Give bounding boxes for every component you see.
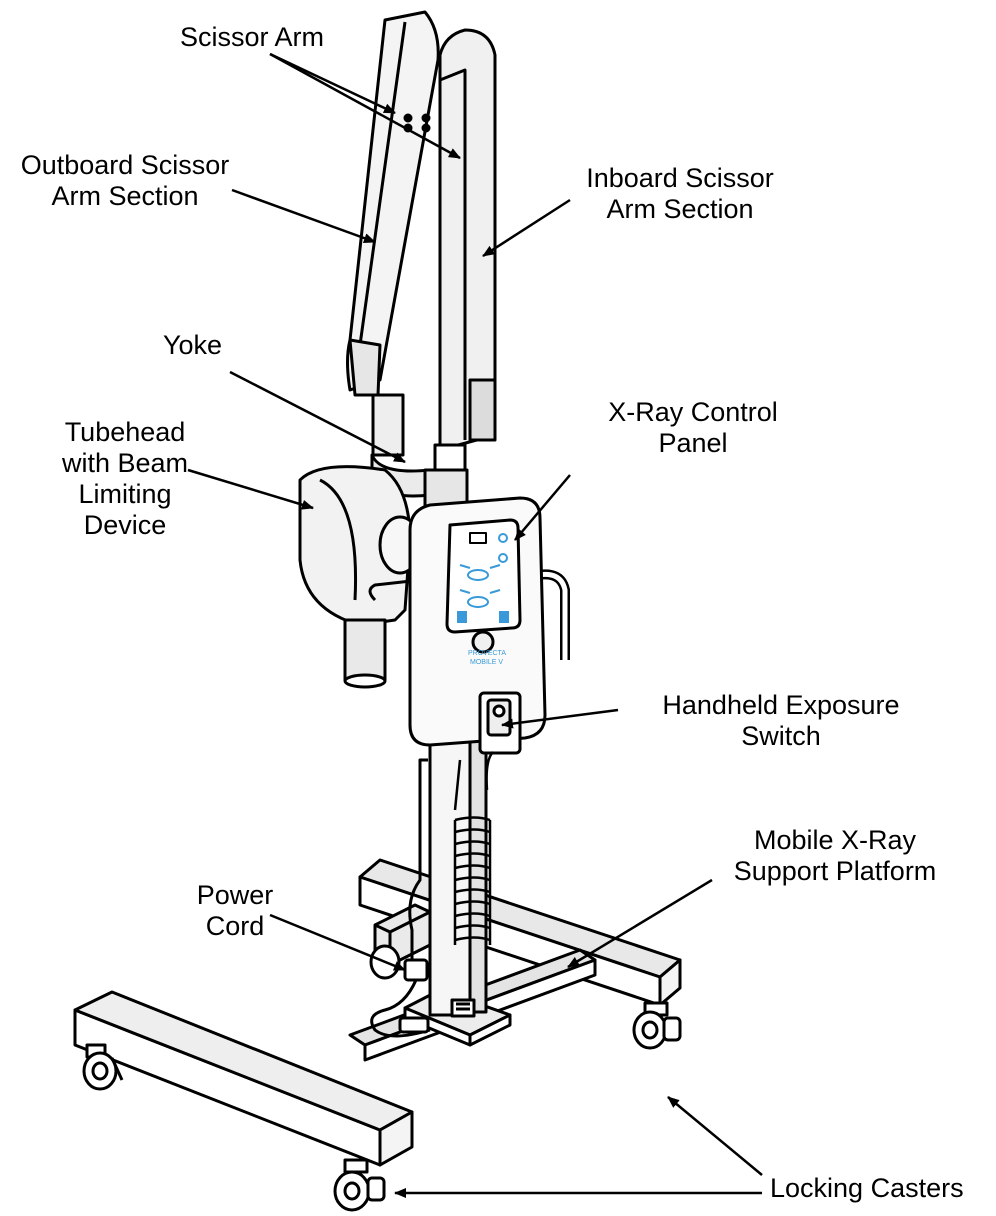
label-control-panel: X-Ray Control Panel: [593, 397, 793, 459]
support-column: [428, 733, 488, 1018]
caster-rear-left: [82, 1043, 124, 1091]
panel-model-text: MOBILE V: [470, 659, 503, 666]
inboard-scissor-arm: [433, 28, 497, 487]
label-locking-casters-text: Locking Casters: [770, 1173, 964, 1203]
label-power-cord: Power Cord: [175, 880, 295, 942]
label-platform-line-2: Support Platform: [733, 856, 937, 886]
arrow-outboard-section: [231, 188, 376, 244]
coiled-exposure-cord: [453, 751, 494, 945]
label-inboard-line-2: Arm Section: [606, 194, 754, 224]
label-control-panel-line-1: X-Ray Control: [608, 397, 778, 427]
label-inboard-section: Inboard Scissor Arm Section: [575, 163, 785, 225]
label-exposure-switch-line-1: Handheld Exposure: [662, 690, 900, 720]
arrow-inboard-section: [482, 198, 571, 258]
label-outboard-section: Outboard Scissor Arm Section: [12, 150, 238, 212]
outboard-scissor-arm: [346, 10, 440, 457]
control-panel-accents: [457, 533, 509, 623]
label-control-panel-line-2: Panel: [658, 428, 728, 458]
control-panel-housing: [408, 468, 547, 755]
label-tubehead-line-2: with Beam: [61, 448, 189, 478]
label-exposure-switch-line-2: Switch: [741, 721, 821, 751]
label-outboard-line-1: Outboard Scissor: [20, 150, 230, 180]
arrow-exposure-switch: [501, 708, 619, 729]
leader-arrows: [187, 52, 763, 1198]
label-scissor-arm-text: Scissor Arm: [180, 22, 325, 52]
label-exposure-switch: Handheld Exposure Switch: [636, 690, 926, 752]
caster-front-left: [333, 1158, 386, 1212]
arrow-yoke: [229, 370, 406, 464]
caster-front-right: [632, 1001, 682, 1050]
arrow-scissor-arm-inboard: [269, 52, 461, 160]
label-inboard-line-1: Inboard Scissor: [586, 163, 774, 193]
label-platform-line-1: Mobile X-Ray: [753, 825, 917, 855]
arrow-scissor-arm-outboard: [269, 52, 396, 115]
label-yoke: Yoke: [163, 330, 222, 361]
label-tubehead-line-4: Device: [83, 510, 167, 540]
power-cord-assembly: [369, 758, 432, 1038]
arrow-power-cord: [269, 913, 406, 972]
arrow-tubehead: [187, 468, 314, 510]
arrow-caster-right: [667, 1096, 763, 1176]
label-tubehead-line-3: Limiting: [78, 479, 172, 509]
panel-brand-text: PROVECTA: [468, 650, 506, 657]
tubehead: [298, 465, 422, 689]
label-platform: Mobile X-Ray Support Platform: [705, 825, 965, 887]
label-power-cord-line-2: Cord: [205, 911, 265, 941]
label-yoke-text: Yoke: [163, 330, 223, 360]
label-scissor-arm: Scissor Arm: [180, 22, 324, 53]
label-outboard-line-2: Arm Section: [51, 181, 199, 211]
arrow-control-panel: [514, 474, 571, 541]
label-locking-casters: Locking Casters: [770, 1173, 964, 1204]
arrow-platform: [567, 878, 713, 969]
label-power-cord-line-1: Power: [196, 880, 274, 910]
label-tubehead: Tubehead with Beam Limiting Device: [50, 417, 200, 541]
label-tubehead-line-1: Tubehead: [64, 417, 186, 447]
locking-casters: [82, 1001, 682, 1212]
